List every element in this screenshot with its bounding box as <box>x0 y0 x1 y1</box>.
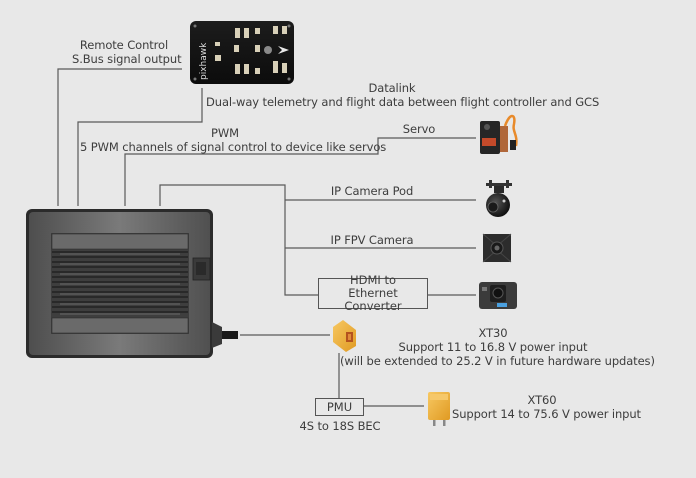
pmu-box: PMU <box>315 398 364 416</box>
pmu-title: PMU <box>326 399 353 414</box>
action-camera-image <box>479 282 517 309</box>
remote-control-description: S.Bus signal output <box>72 52 182 66</box>
remote-control-title: Remote Control <box>79 38 169 52</box>
ip-fpv-camera-image <box>482 233 512 263</box>
pmu-description: 4S to 18S BEC <box>299 419 381 433</box>
servo-label: Servo <box>402 122 436 136</box>
xt60-description: Support 14 to 75.6 V power input <box>452 407 641 421</box>
ethernet-trunk-line <box>159 184 318 296</box>
pixhawk-flight-controller: pixhawk <box>190 21 294 84</box>
xt60-title: XT60 <box>527 393 557 407</box>
pixhawk-logo: pixhawk <box>199 42 209 80</box>
xt30-line1: Support 11 to 16.8 V power input <box>398 340 588 354</box>
xt60-connector-image <box>428 392 450 426</box>
main-device <box>26 209 238 358</box>
pwm-line <box>124 137 476 206</box>
xt30-title: XT30 <box>478 326 508 340</box>
ip-camera-pod-label: IP Camera Pod <box>330 184 414 198</box>
hdmi-converter-line2: Ethernet Converter <box>344 286 402 313</box>
ip-camera-pod-image <box>486 180 512 217</box>
remote-control-label: Remote Control S.Bus signal output <box>72 38 182 66</box>
ip-fpv-camera-label: IP FPV Camera <box>330 233 414 247</box>
xt30-connector-image <box>333 320 356 352</box>
servo-image <box>480 114 518 154</box>
xt30-label: XT30 Support 11 to 16.8 V power input (w… <box>340 326 655 368</box>
datalink-title: Datalink <box>368 81 416 95</box>
xt30-line2: (will be extended to 25.2 V in future ha… <box>340 354 655 368</box>
pwm-description: 5 PWM channels of signal control to devi… <box>80 140 387 154</box>
datalink-line <box>77 88 203 206</box>
pwm-title: PWM <box>211 126 239 140</box>
hdmi-converter-box: HDMI to Ethernet Converter <box>318 274 428 313</box>
hdmi-converter-line1: HDMI to <box>349 273 397 287</box>
datalink-label: Datalink Dual-way telemetry and flight d… <box>206 81 600 109</box>
xt60-label: XT60 Support 14 to 75.6 V power input <box>452 393 641 421</box>
remote-control-line <box>57 68 182 206</box>
pwm-label: PWM 5 PWM channels of signal control to … <box>80 126 387 154</box>
datalink-description: Dual-way telemetry and flight data betwe… <box>206 95 600 109</box>
